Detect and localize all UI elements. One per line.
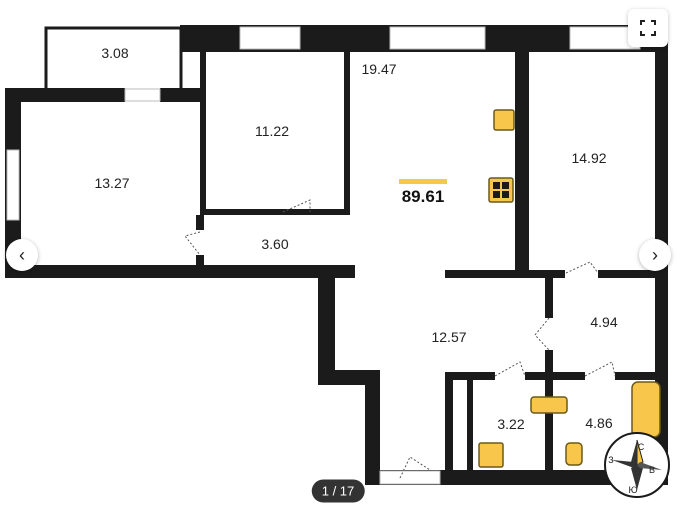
window	[6, 149, 20, 221]
toilet-icon	[565, 442, 583, 466]
room-area-label: 14.92	[571, 150, 607, 166]
wall	[365, 370, 380, 485]
door-swing	[184, 231, 201, 256]
washbasin-icon	[530, 396, 568, 414]
room-area-label: 11.22	[255, 123, 289, 139]
bathtub-icon	[631, 381, 661, 438]
wall	[5, 265, 355, 278]
total-area: 89.61	[401, 187, 445, 206]
wall	[365, 470, 668, 485]
slide-counter: 1 / 17	[311, 479, 365, 503]
room-area-label: 3.60	[261, 236, 289, 252]
wall	[344, 50, 350, 215]
wall	[545, 278, 553, 318]
compass-icon	[604, 432, 670, 498]
sink-icon	[493, 109, 515, 131]
room-area-label: 3.08	[101, 45, 129, 61]
room-area-label: 3.22	[497, 416, 525, 432]
room-area-label: 13.27	[94, 175, 130, 191]
fullscreen-icon	[640, 20, 656, 36]
shower-icon	[478, 442, 504, 468]
wall	[598, 270, 663, 278]
total-area-accent	[399, 179, 447, 184]
window	[389, 26, 486, 50]
wall	[615, 372, 660, 380]
balcony-outline	[44, 26, 183, 92]
wall	[445, 372, 453, 472]
next-button[interactable]: ›	[639, 239, 671, 271]
room-area-label: 19.47	[361, 61, 397, 77]
compass-west: З	[608, 455, 614, 465]
door-swing	[584, 361, 616, 377]
door-opening	[379, 470, 441, 485]
stove-icon	[488, 177, 514, 203]
chevron-left-icon: ‹	[19, 244, 25, 265]
door-swing	[565, 261, 599, 274]
prev-button[interactable]: ‹	[6, 239, 38, 271]
fullscreen-button[interactable]	[628, 9, 668, 47]
door-swing	[534, 317, 550, 351]
wall	[445, 372, 495, 380]
compass-south: Ю	[628, 485, 638, 495]
door-swing	[282, 199, 311, 213]
wall	[200, 209, 350, 215]
wall	[525, 372, 585, 380]
compass-north: С	[637, 442, 645, 452]
wall	[200, 50, 206, 215]
compass-east: В	[648, 465, 656, 475]
wall	[467, 380, 473, 472]
room-area-label: 4.94	[590, 314, 618, 330]
wall	[515, 50, 529, 276]
door-swing	[494, 361, 526, 377]
wall	[445, 270, 565, 278]
room-area-label: 12.57	[431, 329, 467, 345]
wall	[318, 370, 380, 385]
chevron-right-icon: ›	[652, 244, 658, 265]
room-area-label: 4.86	[585, 415, 613, 431]
wall	[196, 255, 204, 270]
door-opening	[124, 88, 161, 102]
wall	[196, 215, 204, 230]
wall	[318, 265, 335, 385]
window	[239, 26, 301, 50]
